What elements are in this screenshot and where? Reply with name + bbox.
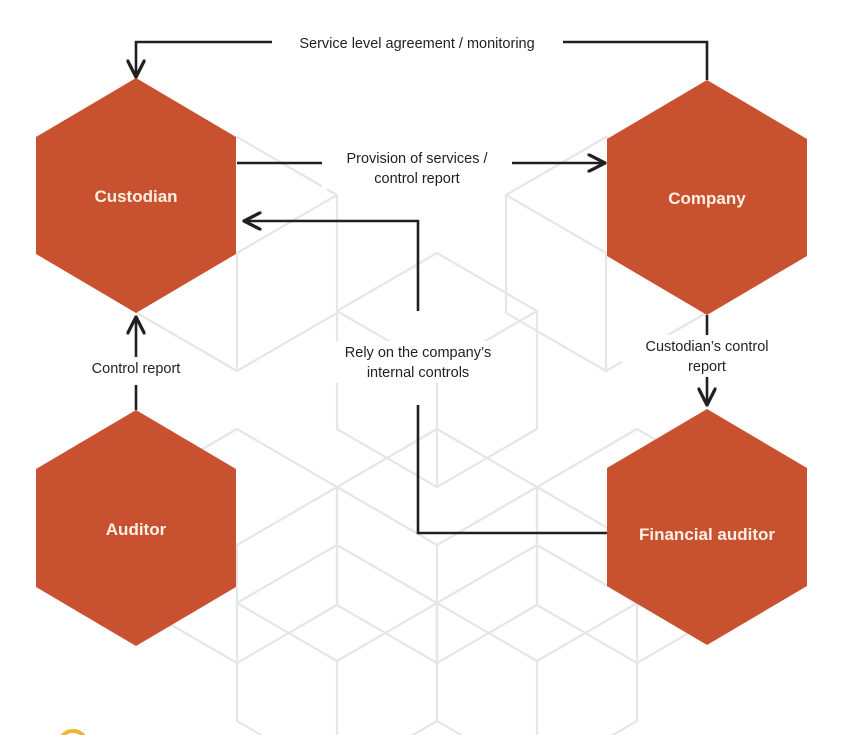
node-label-custodian: Custodian [94, 187, 177, 206]
edge-label-provision: Provision of services / control report [322, 147, 512, 189]
node-financial-auditor[interactable]: Financial auditor [607, 409, 807, 645]
edge-labels: Service level agreement / monitoring Pro… [78, 33, 793, 383]
edge-rely [245, 221, 607, 535]
node-auditor[interactable]: Auditor [36, 410, 236, 646]
svg-text:Custodian’s control: Custodian’s control [645, 339, 768, 355]
node-custodian[interactable]: Custodian [36, 78, 236, 313]
svg-text:Control report: Control report [92, 361, 181, 377]
svg-text:Provision of services /: Provision of services / [346, 151, 488, 167]
edge-lines [136, 40, 709, 535]
edge-label-control-report: Control report [78, 357, 196, 378]
svg-text:Service level agreement / moni: Service level agreement / monitoring [299, 36, 534, 52]
svg-text:control report: control report [374, 171, 459, 187]
node-label-financial-auditor: Financial auditor [639, 525, 775, 544]
svg-text:internal controls: internal controls [367, 365, 469, 381]
edge-label-rely: Rely on the company’s internal controls [329, 341, 507, 383]
edge-label-sla: Service level agreement / monitoring [272, 33, 563, 54]
edge-label-custodians-control-report: Custodian’s control report [622, 335, 793, 377]
edge-sla [136, 40, 709, 80]
svg-text:Rely on the company’s: Rely on the company’s [345, 345, 491, 361]
node-label-company: Company [668, 189, 746, 208]
node-label-auditor: Auditor [106, 520, 167, 539]
svg-text:report: report [688, 359, 726, 375]
logo-mark [60, 729, 86, 735]
node-company[interactable]: Company [607, 80, 807, 315]
